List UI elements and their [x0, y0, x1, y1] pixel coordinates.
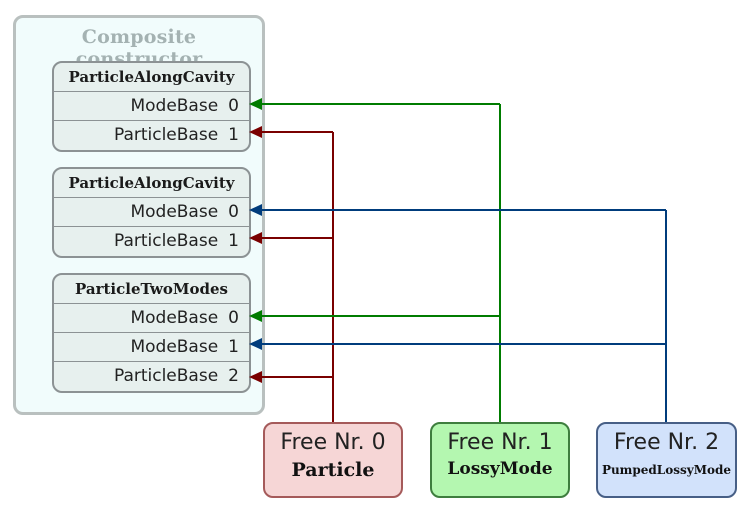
free-node-lossymode: Free Nr. 1 LossyMode [430, 422, 570, 498]
row-index: 1 [228, 337, 239, 357]
block-particle-two-modes: ParticleTwoModes ModeBase 0 ModeBase 1 Par… [52, 273, 251, 393]
row-index: 0 [228, 202, 239, 222]
block-row-particlebase: ParticleBase 1 [54, 227, 249, 256]
row-label: ParticleBase [113, 366, 219, 386]
row-index: 2 [228, 366, 239, 386]
block-title: ParticleTwoModes [54, 275, 249, 304]
block-row-modebase: ModeBase 0 [54, 304, 249, 333]
row-label: ParticleBase [113, 231, 219, 251]
arrowhead-icon [249, 98, 262, 110]
block-row-modebase: ModeBase 0 [54, 198, 249, 227]
free-node-subtitle: Particle [291, 459, 375, 481]
row-label: ParticleBase [113, 125, 219, 145]
block-row-modebase: ModeBase 0 [54, 92, 249, 121]
arrowhead-icon [249, 232, 262, 244]
row-index: 1 [228, 125, 239, 145]
free-node-subtitle: PumpedLossyMode [601, 463, 732, 477]
block-title: ParticleAlongCavity [54, 63, 249, 92]
arrowhead-icon [249, 126, 262, 138]
block-title: ParticleAlongCavity [54, 169, 249, 198]
row-label: ModeBase [130, 96, 219, 116]
arrowhead-icon [249, 310, 262, 322]
row-index: 1 [228, 231, 239, 251]
free-node-title: Free Nr. 0 [280, 430, 386, 455]
free-node-particle: Free Nr. 0 Particle [263, 422, 403, 498]
free-node-title: Free Nr. 1 [447, 430, 553, 455]
block-row-particlebase: ParticleBase 1 [54, 121, 249, 150]
free-node-subtitle: LossyMode [447, 459, 553, 479]
free-node-title: Free Nr. 2 [613, 430, 720, 455]
row-label: ModeBase [130, 308, 219, 328]
row-index: 0 [228, 96, 239, 116]
row-label: ModeBase [130, 337, 219, 357]
row-index: 0 [228, 308, 239, 328]
block-particle-along-cavity-2: ParticleAlongCavity ModeBase 0 ParticleBa… [52, 167, 251, 258]
block-row-particlebase: ParticleBase 2 [54, 362, 249, 391]
row-label: ModeBase [130, 202, 219, 222]
block-row-modebase: ModeBase 1 [54, 333, 249, 362]
composite-constructor: Composite constructor ParticleAlongCavit… [13, 15, 265, 415]
block-particle-along-cavity-1: ParticleAlongCavity ModeBase 0 ParticleBa… [52, 61, 251, 152]
arrowhead-icon [249, 204, 262, 216]
arrowhead-icon [249, 371, 262, 383]
free-node-pumpedlossymode: Free Nr. 2 PumpedLossyMode [596, 422, 737, 498]
arrowhead-icon [249, 338, 262, 350]
